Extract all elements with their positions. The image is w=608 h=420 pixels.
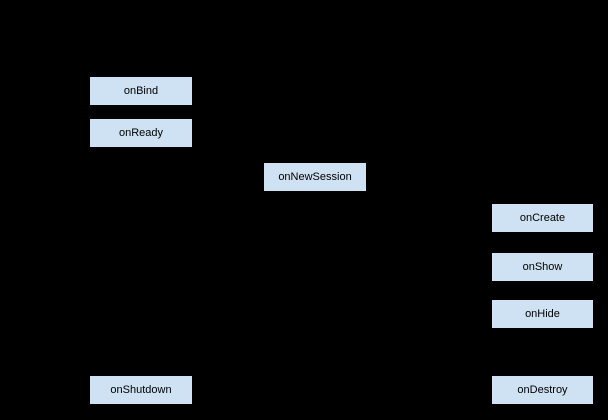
node-onhide: onHide <box>491 299 594 329</box>
node-onready: onReady <box>89 118 193 148</box>
node-onshutdown: onShutdown <box>89 375 193 405</box>
node-onshow: onShow <box>491 252 594 282</box>
node-onnewsession: onNewSession <box>263 162 367 192</box>
node-oncreate: onCreate <box>491 203 594 233</box>
node-onbind: onBind <box>89 76 193 106</box>
node-ondestroy: onDestroy <box>491 375 594 405</box>
